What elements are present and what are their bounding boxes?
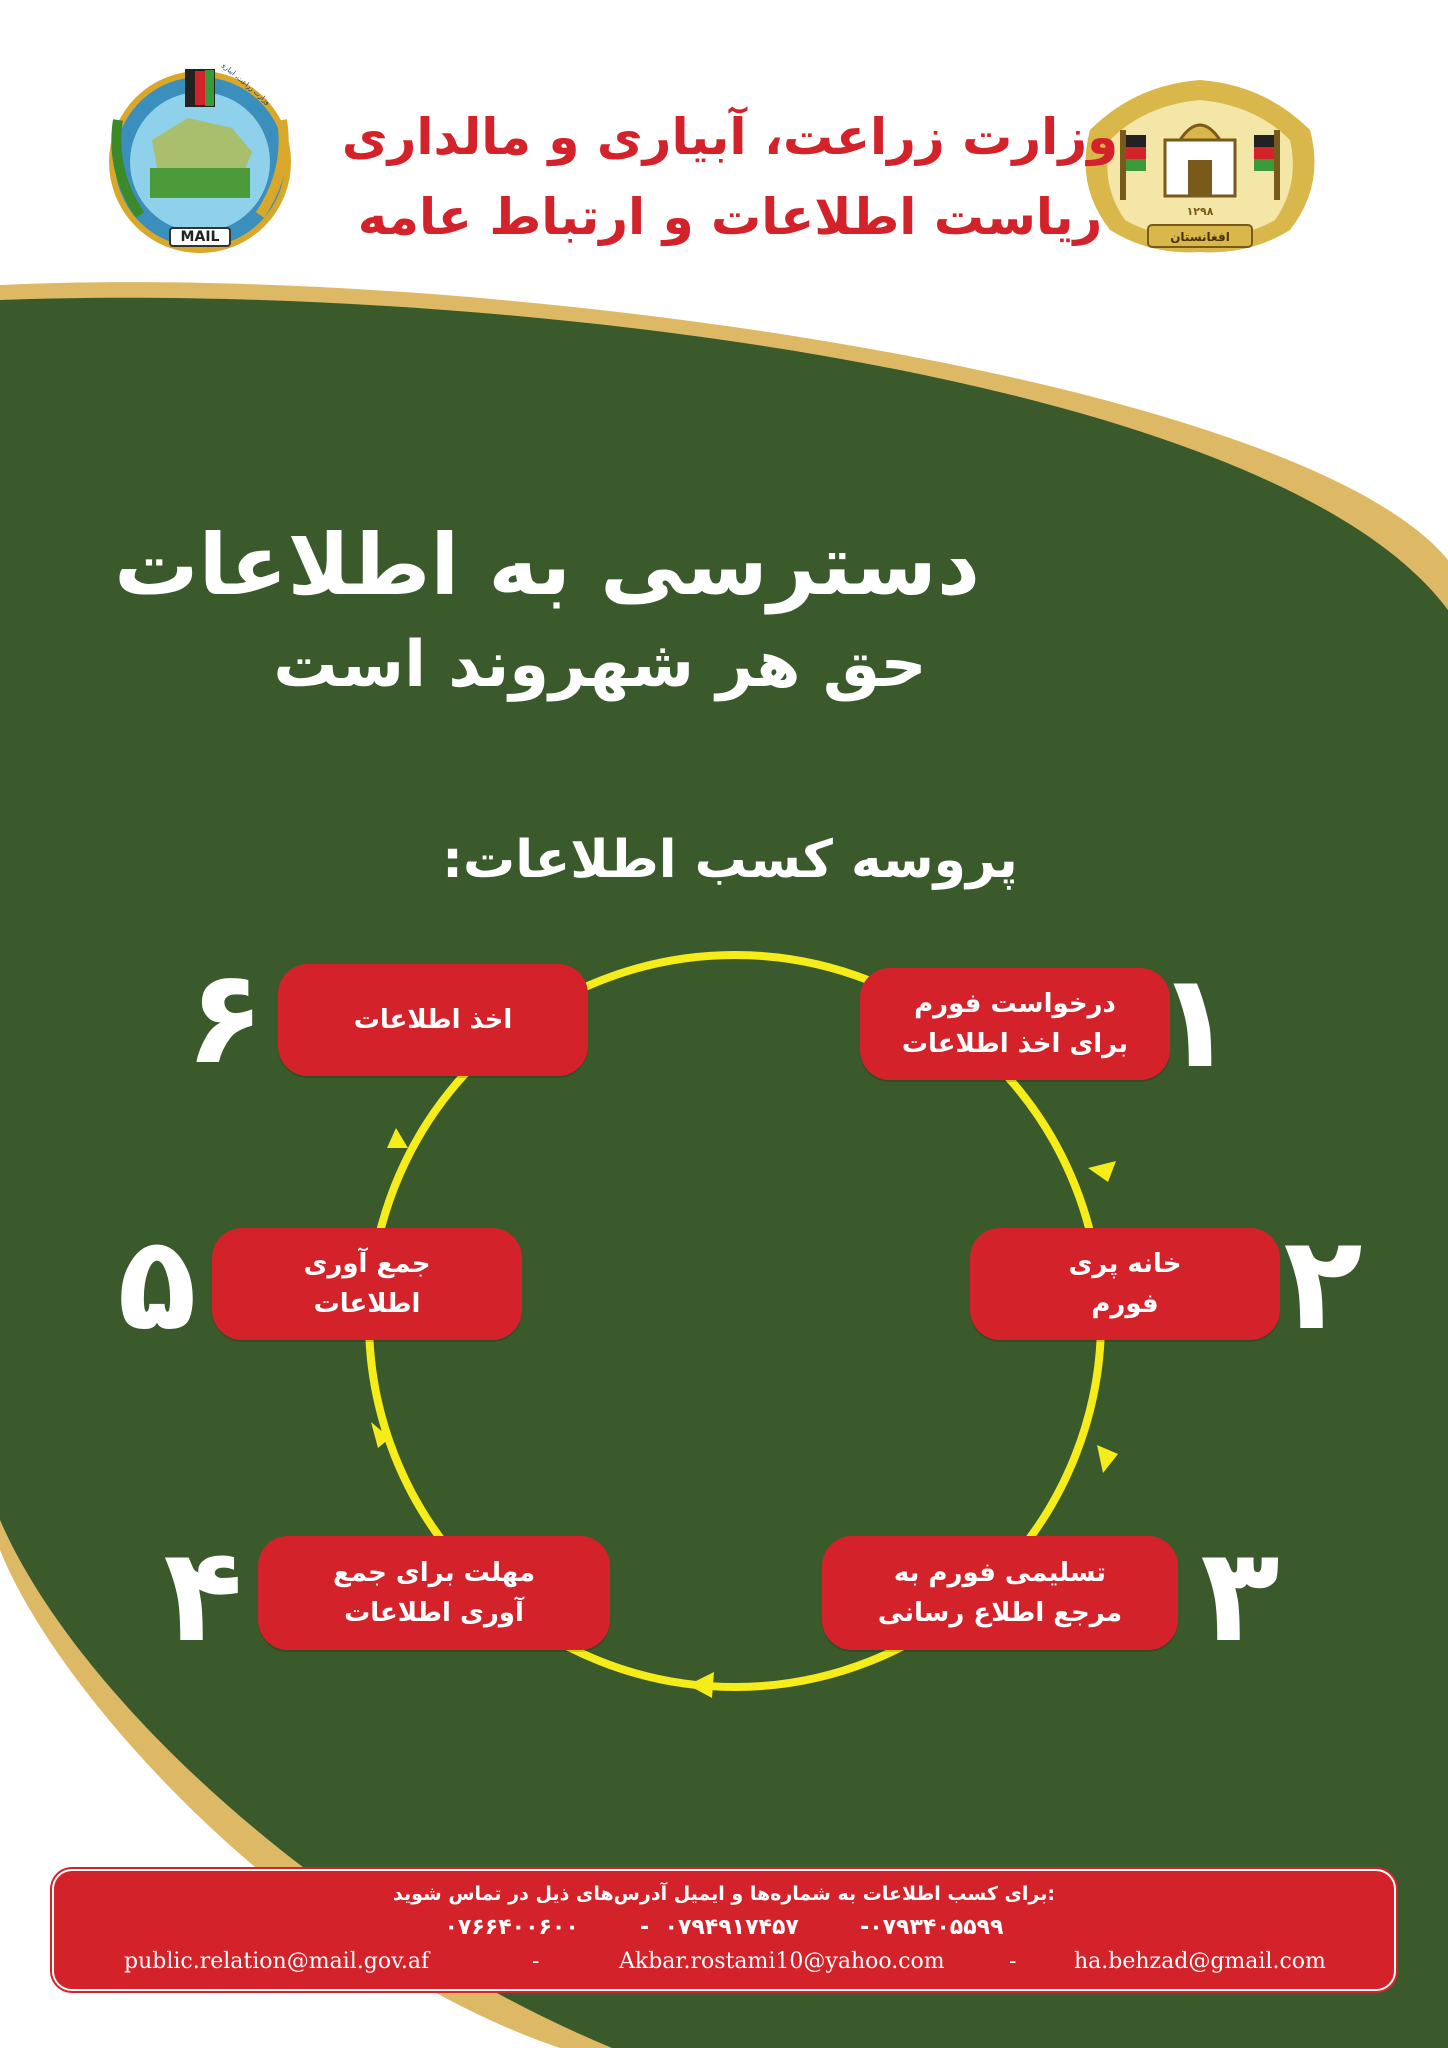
national-emblem-icon <box>1085 80 1315 253</box>
arrow-icon <box>371 1422 390 1448</box>
process-title: پروسه کسب اطلاعات: <box>442 830 1018 890</box>
step-4-number: ۴ <box>163 1519 243 1671</box>
ministry-title-line2: ریاست اطلاعات و ارتباط عامه <box>357 188 1103 246</box>
step-4-box: مهلت برای جمع آوری اطلاعات <box>258 1536 610 1650</box>
email-link-3[interactable]: ha.behzad@gmail.com <box>1074 1949 1326 1974</box>
footer-separator: - <box>1009 1949 1017 1974</box>
mail-logo-label: MAIL <box>180 229 220 245</box>
footer-contact-text: :برای کسب اطلاعات به شماره‌ها و ایمیل آد… <box>393 1883 1055 1905</box>
arrow-icon <box>387 1128 408 1148</box>
email-link-2[interactable]: Akbar.rostami10@yahoo.com <box>619 1949 945 1974</box>
step-3-box: تسلیمی فورم به مرجع اطلاع رسانی <box>822 1536 1178 1650</box>
ministry-title-line1: وزارت زراعت، آبیاری و مالداری <box>341 108 1119 166</box>
footer-separator: - <box>532 1949 540 1974</box>
mail-logo-icon <box>109 69 291 253</box>
arrow-icon <box>1088 1161 1116 1182</box>
step-5-number: ۵ <box>117 1207 197 1359</box>
main-heading-line1: دسترسی به اطلاعات <box>114 516 980 614</box>
emblem-banner: افغانستان <box>1170 230 1230 244</box>
step-1-box: درخواست فورم برای اخذ اطلاعات <box>860 968 1170 1080</box>
emblem-year: ۱۲۹۸ <box>1186 205 1214 218</box>
arrow-icon <box>1097 1445 1118 1473</box>
step-2-box: خانه پری فورم <box>970 1228 1280 1340</box>
step-3-number: ۳ <box>1200 1519 1280 1671</box>
step-5-box: جمع آوری اطلاعات <box>212 1228 522 1340</box>
main-heading-line2: حق هر شهروند است <box>273 628 927 702</box>
footer-contact-bar: :برای کسب اطلاعات به شماره‌ها و ایمیل آد… <box>52 1869 1396 1991</box>
email-link-1[interactable]: public.relation@mail.gov.af <box>124 1949 430 1974</box>
step-6-number: ۶ <box>185 941 265 1093</box>
step-1-number: ۱ <box>1155 945 1235 1097</box>
step-2-number: ۲ <box>1283 1207 1363 1359</box>
arrow-icon <box>688 1672 714 1698</box>
footer-phone-numbers: ۰۷۹۳۴۰۵۵۹۹- ۰۷۹۴۹۱۷۴۵۷ - ۰۷۶۶۴۰۰۶۰۰ <box>444 1915 1004 1940</box>
step-6-box: اخذ اطلاعات <box>278 964 588 1076</box>
